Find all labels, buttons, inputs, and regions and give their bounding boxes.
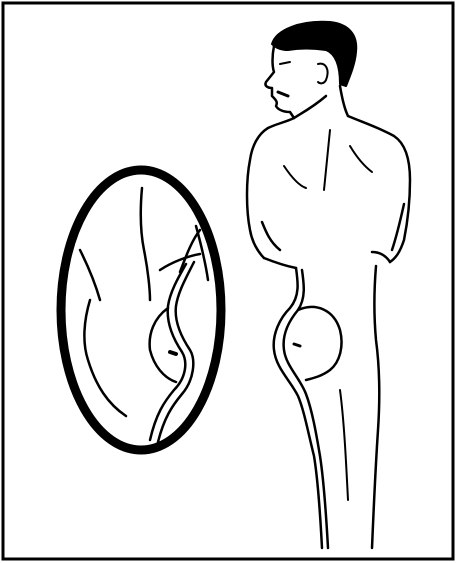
figure-mustache: [278, 92, 288, 96]
standing-figure: [247, 22, 410, 548]
figure-face: [265, 46, 294, 118]
inset-lumbar-mark: [170, 352, 176, 354]
figure-ear: [318, 64, 328, 84]
figure-leg-line: [340, 390, 348, 500]
figure-left-arm: [262, 222, 296, 268]
figure-back-outline: [247, 118, 294, 258]
figure-front-outline: [372, 266, 379, 548]
figure-hair: [272, 22, 356, 86]
magnified-inset: [61, 170, 221, 450]
figure-eye: [280, 62, 290, 64]
figure-neck: [294, 86, 348, 118]
figure-lumbar-mark: [294, 344, 300, 346]
figure-swayback-inner: [284, 270, 328, 548]
figure-right-shoulder: [348, 116, 410, 262]
figure-buttock: [298, 307, 342, 380]
figure-scapula-right: [350, 146, 372, 172]
figure-spine: [324, 130, 330, 190]
figure-scapula-left: [284, 166, 306, 188]
